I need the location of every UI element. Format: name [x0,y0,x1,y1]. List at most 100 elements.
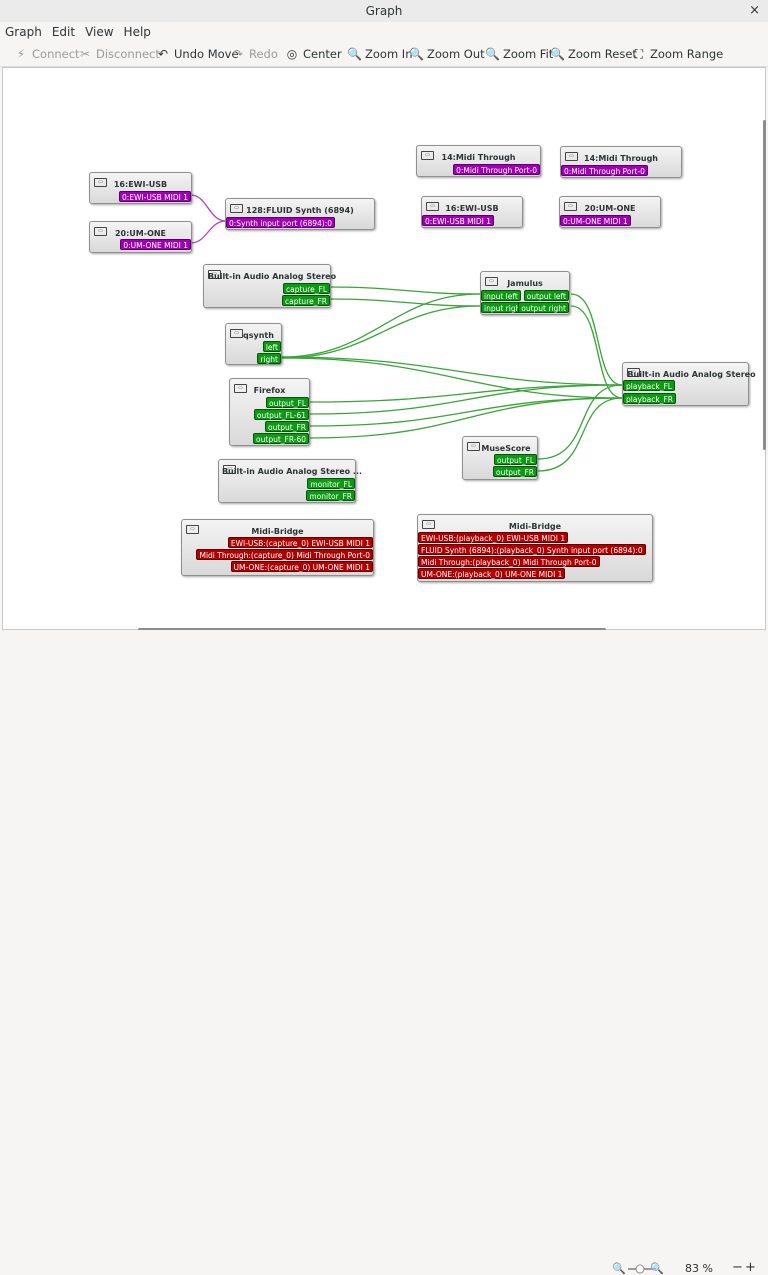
midi-device-icon: ▭ [421,151,434,160]
node-audio-capture[interactable]: ▭ Built-in Audio Analog Stereo capture_F… [203,264,336,308]
node-midi-through-input[interactable]: ▭ 14:Midi Through 0:Midi Through Port-0 [560,146,682,178]
node-audio-playback[interactable]: ▭ Built-in Audio Analog Stereo playback_… [622,362,756,406]
port-bridge-fluid-playback[interactable]: FLUID Synth (6894):(playback_0) Synth in… [418,544,646,555]
zoom-decrease-button[interactable]: − [732,1260,743,1275]
port-midi-through-in[interactable]: 0:Midi Through Port-0 [561,165,648,176]
port-firefox-output-fl-61[interactable]: output_FL-61 [253,409,309,420]
node-title: 14:Midi Through [441,152,516,162]
port-um-one-in[interactable]: 0:UM-ONE MIDI 1 [560,215,631,226]
port-ewi-usb-midi[interactable]: 0:EWI-USB MIDI 1 [119,191,191,202]
node-ewi-usb-output[interactable]: ▭ 16:EWI-USB 0:EWI-USB MIDI 1 [89,172,192,204]
zoom-in-button[interactable]: 🔍Zoom In [347,47,413,61]
wire-ff4-pbfr[interactable] [309,397,623,439]
wire-ewi-fluid[interactable] [190,194,227,222]
node-title: Midi-Bridge [251,526,304,536]
port-musescore-output-fr[interactable]: output_FR [492,466,537,477]
node-qsynth[interactable]: ▭ qsynth left right [225,323,282,365]
port-playback-fr[interactable]: playback_FR [623,393,676,404]
zoom-out-small-icon[interactable]: 🔍 [612,1262,626,1275]
midi-device-icon: ▭ [426,202,439,211]
node-musescore[interactable]: ▭ MuseScore output_FL output_FR [462,436,538,480]
wire-jamout-r-pbfr[interactable] [570,305,623,399]
port-firefox-output-fl[interactable]: output_FL [266,397,309,408]
port-bridge-ewi-playback[interactable]: EWI-USB:(playback_0) EWI-USB MIDI 1 [418,532,569,543]
port-bridge-ewi-capture[interactable]: EWI-USB:(capture_0) EWI-USB MIDI 1 [227,537,373,548]
port-qsynth-right[interactable]: right [257,353,281,364]
audio-app-icon: ▭ [467,442,480,451]
port-bridge-um-one-playback[interactable]: UM-ONE:(playback_0) UM-ONE MIDI 1 [418,568,566,579]
port-firefox-output-fr-60[interactable]: output_FR-60 [253,433,309,444]
node-midi-bridge-input[interactable]: ▭ Midi-Bridge EWI-USB:(playback_0) EWI-U… [417,514,653,582]
node-um-one-input[interactable]: ▭ 20:UM-ONE 0:UM-ONE MIDI 1 [559,196,661,228]
wire-umone-fluid[interactable] [190,220,227,244]
wire-ms-fl-pbfl[interactable] [537,384,623,460]
redo-button[interactable]: ↷Redo [232,47,278,61]
node-firefox[interactable]: ▭ Firefox output_FL output_FL-61 output_… [229,378,310,446]
port-jamulus-output-right[interactable]: output right [518,302,569,313]
port-playback-fl[interactable]: playback_FL [623,380,675,391]
node-ewi-usb-input[interactable]: ▭ 16:EWI-USB 0:EWI-USB MIDI 1 [421,196,523,228]
port-jamulus-input-left[interactable]: input left [481,290,521,301]
wire-qright-jamin-r[interactable] [281,305,481,359]
port-jamulus-output-left[interactable]: output left [523,290,569,301]
menu-edit[interactable]: Edit [51,25,76,39]
port-qsynth-left[interactable]: left [262,341,281,352]
port-firefox-output-fr[interactable]: output_FR [264,421,309,432]
port-musescore-output-fl[interactable]: output_FL [494,454,537,465]
title-bar: Graph × [0,0,768,23]
wire-ff3-pbfr[interactable] [309,397,623,427]
port-bridge-midi-through-capture[interactable]: Midi Through:(capture_0) Midi Through Po… [196,549,373,560]
menu-view[interactable]: View [85,25,114,39]
wire-jamout-l-pbfl[interactable] [570,293,623,386]
node-midi-bridge-output[interactable]: ▭ Midi-Bridge EWI-USB:(capture_0) EWI-US… [181,519,374,576]
port-bridge-midi-through-playback[interactable]: Midi Through:(playback_0) Midi Through P… [418,556,600,567]
connect-button[interactable]: ⚡Connect [14,46,80,62]
vertical-scrollbar[interactable] [763,120,766,450]
port-bridge-um-one-capture[interactable]: UM-ONE:(capture_0) UM-ONE MIDI 1 [230,561,373,572]
wire-qleft-jamin-l[interactable] [281,293,481,358]
menu-help[interactable]: Help [123,25,151,39]
zoom-range-button[interactable]: ⛶Zoom Range [632,46,723,62]
menu-graph[interactable]: Graph [5,25,42,39]
port-midi-through-out[interactable]: 0:Midi Through Port-0 [453,164,540,175]
node-fluid-synth[interactable]: ▭ 128:FLUID Synth (6894) 0:Synth input p… [225,198,375,230]
wire-capfl-jamin-l[interactable] [329,286,481,295]
zoom-fit-button[interactable]: 🔍Zoom Fit [485,47,554,61]
connection-wires [190,194,623,472]
port-capture-fr[interactable]: capture_FR [282,295,330,306]
center-button[interactable]: ◎Center [286,47,342,61]
wire-qright-pbfr[interactable] [281,357,623,399]
graph-canvas[interactable]: ▭ 16:EWI-USB 0:EWI-USB MIDI 1 ▭ 20:UM-ON… [2,67,766,630]
undo-move-button[interactable]: ↶Undo Move [157,47,239,61]
toolbar: ⚡Connect ✂Disconnect ↶Undo Move ↷Redo ◎C… [0,42,768,67]
close-icon[interactable]: × [749,3,760,18]
port-um-one-midi[interactable]: 0:UM-ONE MIDI 1 [120,239,191,250]
node-midi-through-output[interactable]: ▭ 14:Midi Through 0:Midi Through Port-0 [416,145,541,177]
wire-capfr-jamin-r[interactable] [329,298,481,307]
disconnect-button[interactable]: ✂Disconnect [79,47,160,61]
port-monitor-fr[interactable]: monitor_FR [306,490,355,501]
zoom-range-icon: ⛶ [634,46,644,61]
zoom-out-button[interactable]: 🔍Zoom Out [409,47,485,61]
port-ewi-usb-in[interactable]: 0:EWI-USB MIDI 1 [422,215,494,226]
status-bar: 🔍 🔍 83 % − + [0,630,768,1275]
port-monitor-fl[interactable]: monitor_FL [307,478,355,489]
redo-icon: ↷ [232,47,244,61]
node-um-one-output[interactable]: ▭ 20:UM-ONE 0:UM-ONE MIDI 1 [89,221,192,253]
zoom-in-small-icon[interactable]: 🔍 [650,1262,664,1275]
node-audio-monitor[interactable]: ▭ Built-in Audio Analog Stereo ... monit… [218,459,363,503]
window-title: Graph [365,4,403,18]
center-icon: ◎ [286,47,298,61]
node-title: Built-in Audio Analog Stereo [627,369,756,379]
wire-qleft-pbfl[interactable] [281,356,623,386]
port-capture-fl[interactable]: capture_FL [283,283,330,294]
wire-ff2-pbfl[interactable] [309,384,623,415]
zoom-increase-button[interactable]: + [745,1260,756,1275]
zoom-reset-button[interactable]: 🔍Zoom Reset [550,47,637,61]
horizontal-scrollbar[interactable] [138,628,606,631]
wire-ms-fr-pbfr[interactable] [537,397,623,472]
node-title: 20:UM-ONE [584,203,636,213]
node-jamulus[interactable]: ▭ Jamulus input left input right output … [480,271,570,315]
node-title: Built-in Audio Analog Stereo ... [221,466,363,476]
port-fluid-synth-input[interactable]: 0:Synth input port (6894):0 [226,217,336,228]
